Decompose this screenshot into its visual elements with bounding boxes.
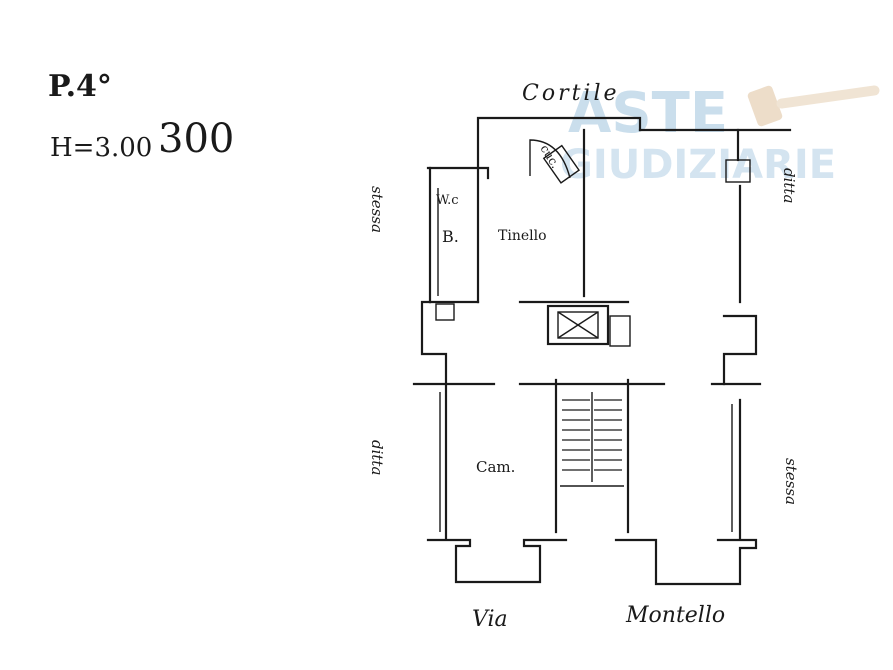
room-label-bath: B. (442, 227, 459, 246)
height-handwritten: 300 (158, 116, 234, 162)
room-label-room: Cam. (476, 458, 515, 476)
neighbor-right-top: ditta (780, 168, 798, 203)
room-label-wc: W.c (436, 193, 459, 208)
watermark-line1: ASTE (568, 81, 728, 146)
room-label-kitchen: Tinello (498, 228, 547, 244)
neighbor-right-bottom: stessa (782, 458, 800, 505)
street-label-montello: Montello (625, 603, 725, 628)
cortile-label: Cortile (522, 81, 620, 106)
neighbor-left-top: stessa (368, 186, 386, 233)
neighbor-left-bottom: ditta (368, 440, 386, 475)
floor-label: P.4° (48, 69, 112, 104)
watermark: ASTE GIUDIZIARIE (560, 81, 880, 188)
elevator-shaft (546, 304, 631, 347)
walls (412, 116, 792, 586)
staircase (554, 378, 630, 534)
room-label-cupboard: cuc. (537, 142, 562, 171)
watermark-line2: GIUDIZIARIE (560, 142, 836, 188)
street-label-via: Via (472, 607, 508, 632)
gavel-icon (747, 85, 880, 127)
height-prefix: H=3.00 (50, 133, 152, 163)
